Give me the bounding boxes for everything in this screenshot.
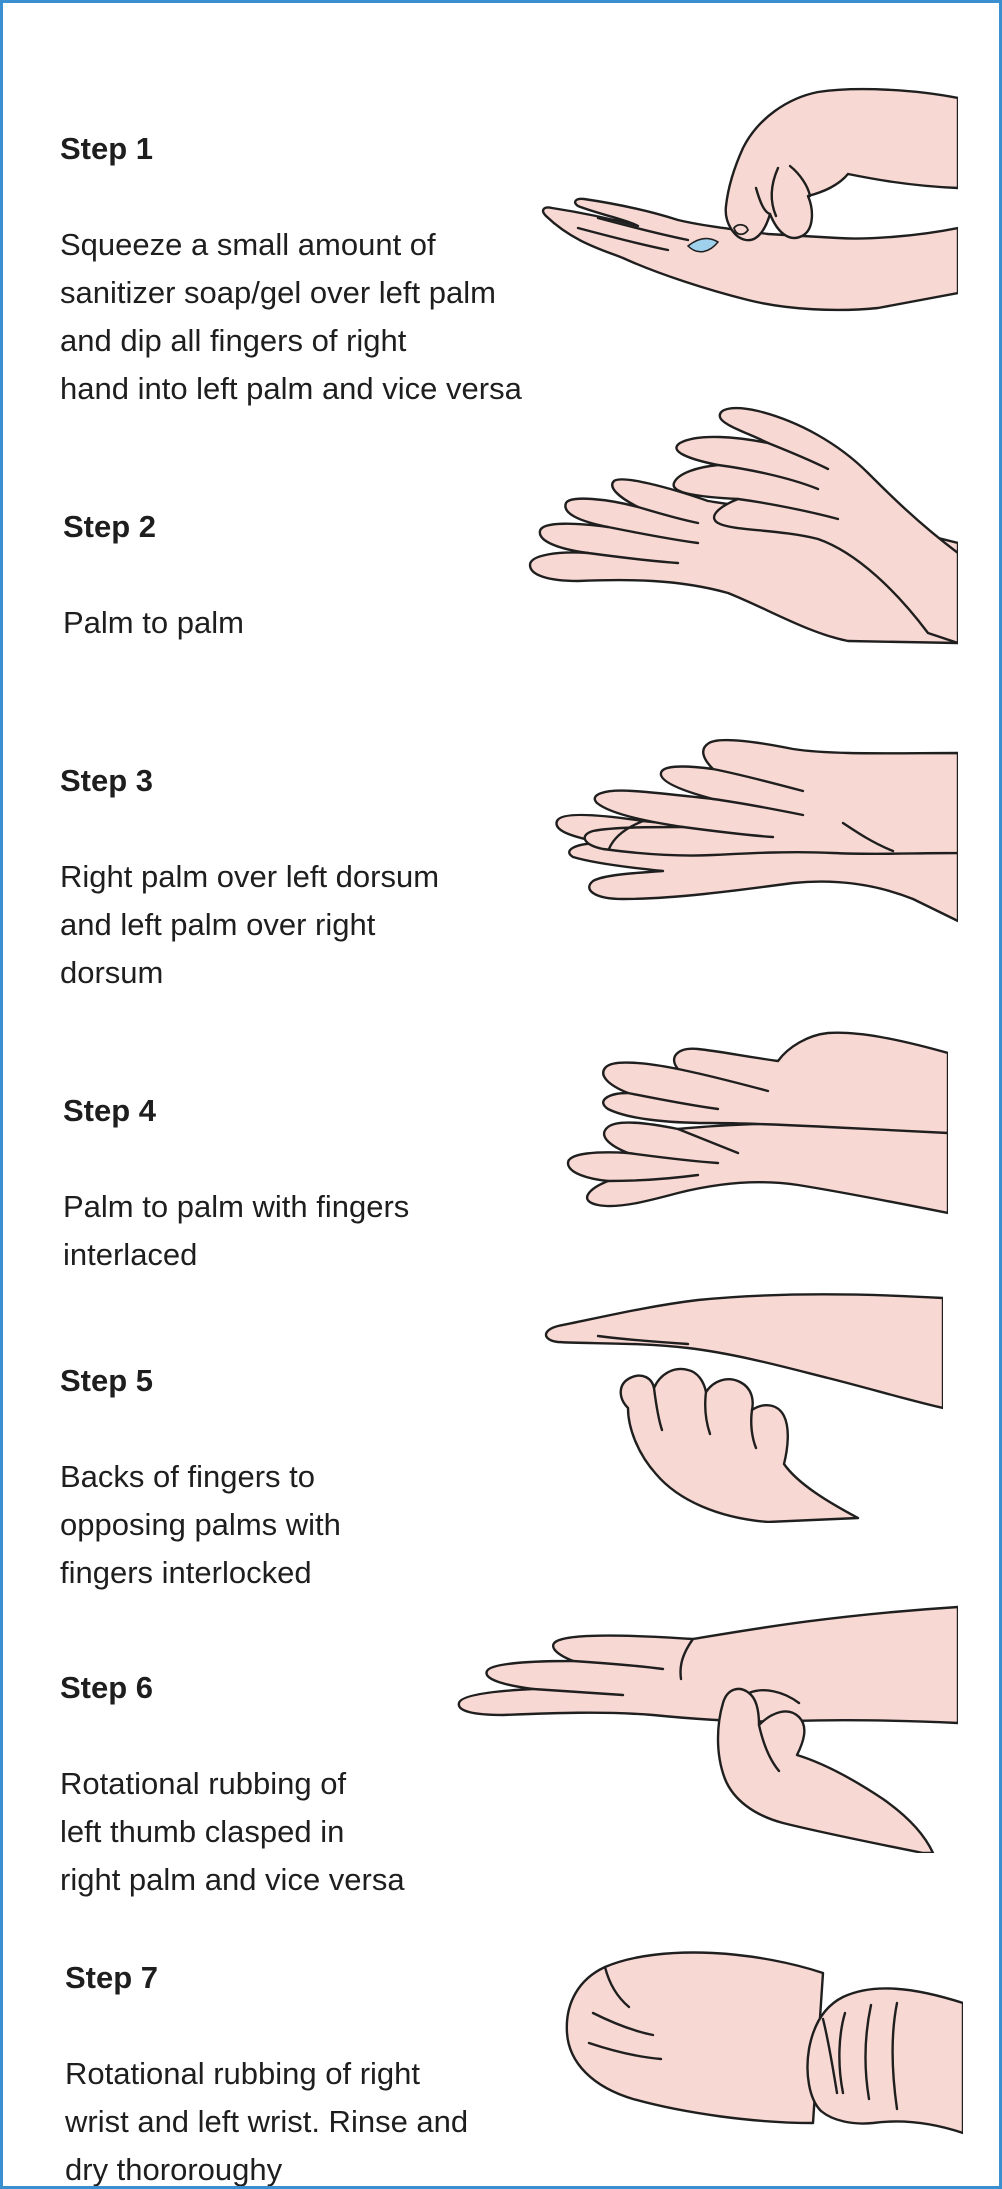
hand-dispense-gel-icon [538, 78, 958, 338]
step-6-block: Step 6 Rotational rubbing of left thumb … [60, 1616, 405, 1904]
step-2-text: Palm to palm [63, 605, 244, 640]
step-4-title: Step 4 [63, 1093, 157, 1128]
step-7-block: Step 7 Rotational rubbing of right wrist… [65, 1906, 469, 2187]
palm-over-dorsum-icon [513, 703, 958, 933]
step-4-text: Palm to palm with fingers interlaced [63, 1189, 410, 1272]
thumb-rubbing-icon [453, 1603, 958, 1853]
step-1-title: Step 1 [60, 131, 154, 166]
step-3-title: Step 3 [60, 763, 154, 798]
step-1-block: Step 1 Squeeze a small amount of sanitiz… [60, 77, 522, 413]
step-5-title: Step 5 [60, 1363, 154, 1398]
fingers-interlocked-icon [538, 1288, 943, 1523]
step-1-text: Squeeze a small amount of sanitizer soap… [60, 227, 522, 406]
wrist-rubbing-icon [553, 1923, 963, 2143]
step-6-title: Step 6 [60, 1670, 154, 1705]
step-3-text: Right palm over left dorsum and left pal… [60, 859, 440, 990]
step-3-block: Step 3 Right palm over left dorsum and l… [60, 709, 439, 997]
step-7-text: Rotational rubbing of right wrist and le… [65, 2056, 469, 2187]
step-7-title: Step 7 [65, 1960, 159, 1995]
step-2-title: Step 2 [63, 509, 157, 544]
step-2-block: Step 2 Palm to palm [63, 455, 244, 647]
step-4-block: Step 4 Palm to palm with fingers interla… [63, 1039, 409, 1279]
fingers-interlaced-icon [518, 1013, 948, 1223]
step-5-text: Backs of fingers to opposing palms with … [60, 1459, 341, 1590]
step-5-block: Step 5 Backs of fingers to opposing palm… [60, 1309, 341, 1597]
palm-to-palm-icon [518, 403, 958, 653]
step-6-text: Rotational rubbing of left thumb clasped… [60, 1766, 405, 1897]
